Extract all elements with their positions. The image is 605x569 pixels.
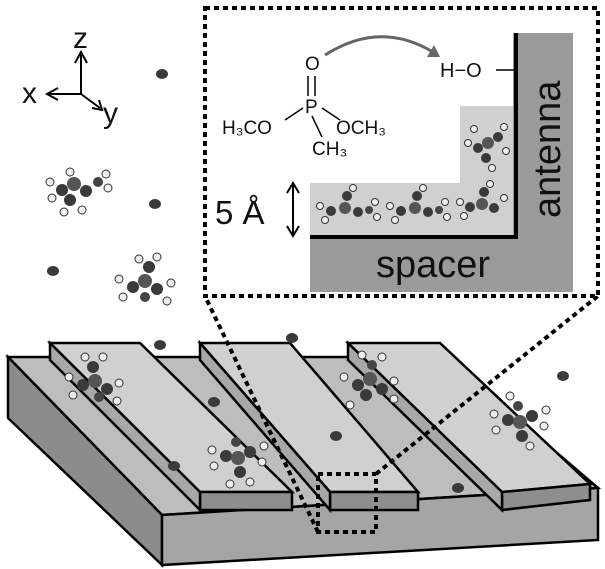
axis-label-y: y [103,97,118,130]
chemical-structure: O P H₃CO OCH₃ CH₃ [222,54,386,160]
axes-indicator [44,49,104,112]
molecule-surface-2 [207,437,269,489]
hydroxyl-group: H−O [440,60,482,82]
methyl-bottom: CH₃ [312,139,347,160]
methoxy-right: OCH₃ [336,118,386,139]
molecule-gas-2 [114,252,176,306]
molecule-surface-1 [64,352,124,406]
inset-boundary [310,33,518,239]
hydrogen-bond-arrow [324,35,440,57]
antenna-strip-2 [197,339,421,514]
thickness-label: 5 Å [215,194,265,231]
inset-molecule-4 [464,123,510,172]
zoom-line-left [203,295,320,533]
inset-molecule-3 [456,180,508,220]
inset-molecule-1 [316,184,381,224]
molecule-surface-4 [489,391,551,451]
antenna-label: antenna [527,80,569,218]
thickness-marker [286,181,300,238]
zoom-line-right [374,294,600,476]
substrate-side [160,486,600,567]
inset-molecule-2 [386,184,451,224]
molecule-gas-1 [45,167,113,217]
molecule-surface-3 [339,350,399,410]
axis-label-x: x [22,77,37,110]
floating-atoms [47,69,569,493]
methoxy-left: H₃CO [222,118,272,139]
atom-phosphorus: P [305,97,318,118]
inset-spacer-block [310,235,573,292]
antenna-strip-3 [344,340,593,513]
atom-oxygen-double: O [305,54,320,75]
inset-antenna-block [513,33,573,235]
axis-label-z: z [73,22,88,55]
spacer-label: spacer [376,244,490,286]
zoom-region-box [316,472,378,534]
